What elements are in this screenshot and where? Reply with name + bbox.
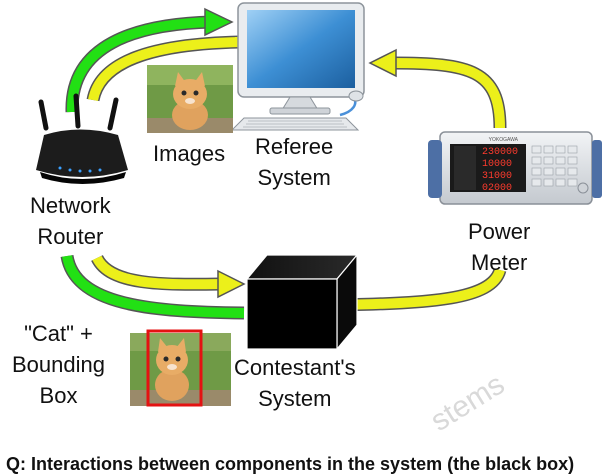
contestant-black-box-icon bbox=[245, 253, 359, 351]
network-router-icon bbox=[36, 93, 128, 184]
cat-bounding-box-photo bbox=[130, 329, 231, 407]
meter-reading-4: 02000 bbox=[482, 183, 512, 194]
cat-photo-icon bbox=[147, 65, 233, 133]
power-label-line2: Meter bbox=[471, 250, 528, 275]
cat-label-line3: Box bbox=[39, 383, 78, 408]
yellow-arrow-router-to-contestant bbox=[91, 254, 246, 299]
meter-reading-1: 230000 bbox=[482, 147, 518, 158]
figure-caption: Q: Interactions between components in th… bbox=[6, 454, 575, 474]
yellow-arrow-contestant-to-meter bbox=[339, 267, 507, 312]
referee-system-label: Referee System bbox=[255, 131, 333, 193]
images-label-text: Images bbox=[153, 141, 226, 166]
contestant-label-line2: System bbox=[258, 386, 332, 411]
router-label-line1: Network bbox=[30, 193, 111, 218]
green-arrow-router-to-referee bbox=[65, 7, 234, 113]
green-arrow-contestant-to-router bbox=[60, 254, 245, 320]
power-meter-label: Power Meter bbox=[468, 216, 530, 278]
meter-reading-3: 31000 bbox=[482, 171, 512, 182]
yellow-arrow-meter-to-referee bbox=[368, 48, 507, 129]
meter-brand: YOKOGAWA bbox=[489, 137, 519, 143]
referee-label-line2: System bbox=[257, 165, 331, 190]
referee-label-line1: Referee bbox=[255, 134, 334, 159]
network-router-label: Network Router bbox=[30, 190, 111, 252]
referee-computer-icon bbox=[230, 2, 365, 131]
power-meter-icon: YOKOGAWA 230000 10000 31000 02000 bbox=[428, 131, 602, 205]
bounding-box-rect bbox=[146, 329, 203, 407]
router-label-line2: Router bbox=[37, 224, 104, 249]
cat-bounding-box-label: "Cat" + Bounding Box bbox=[12, 318, 105, 411]
cat-label-line2: Bounding bbox=[12, 352, 105, 377]
power-label-line1: Power bbox=[468, 219, 531, 244]
contestant-system-label: Contestant's System bbox=[234, 352, 356, 414]
images-label: Images bbox=[153, 138, 225, 169]
cat-label-line1: "Cat" + bbox=[24, 321, 93, 346]
contestant-label-line1: Contestant's bbox=[234, 355, 356, 380]
meter-reading-2: 10000 bbox=[482, 159, 512, 170]
